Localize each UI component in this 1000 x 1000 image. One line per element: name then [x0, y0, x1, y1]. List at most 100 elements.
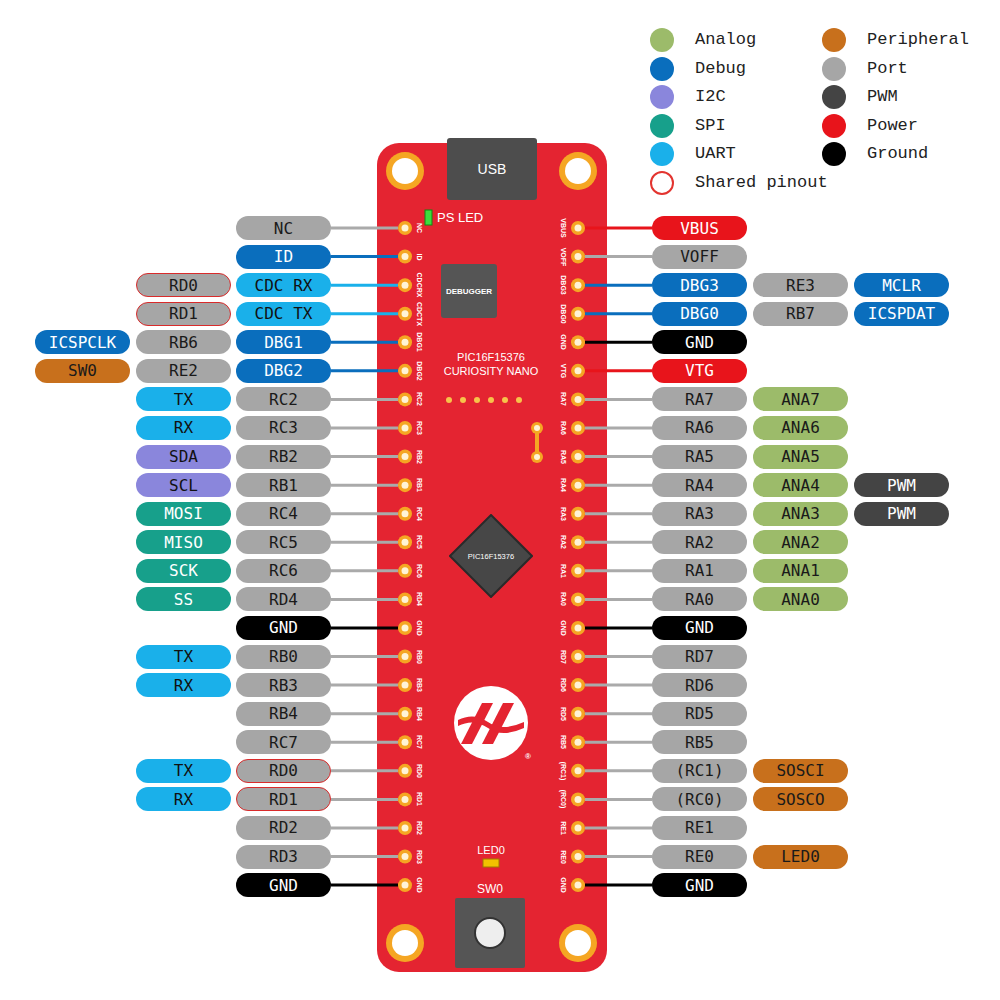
pin-name: RC5: [269, 533, 298, 552]
pin-name: ANA7: [781, 390, 820, 409]
chip-outline: [450, 515, 532, 597]
pin-label-pill: ANA4: [753, 473, 848, 497]
chip-label: DEBUGGER: [446, 287, 492, 296]
pin-hole: [575, 682, 582, 689]
legend-text: UART: [695, 144, 736, 163]
pin-label-pill: RB0: [236, 645, 331, 669]
legend-text: Shared pinout: [695, 172, 828, 191]
silkscreen-pin-name: RE0: [560, 850, 567, 864]
legend-swatch: [650, 57, 674, 81]
legend-text: SPI: [695, 115, 726, 134]
pin-hole: [571, 507, 585, 521]
silkscreen-pin-name: CDCTX: [416, 302, 423, 326]
pin-label-pill: RA1: [652, 559, 747, 583]
silkscreen-text: SW0: [477, 882, 503, 896]
silkscreen-pin-name: RA3: [560, 507, 567, 521]
legend-swatch: [822, 114, 846, 138]
pin-hole: [571, 650, 585, 664]
pin-label-pill: RB5: [652, 730, 747, 754]
pin-label-pill: RD1: [236, 787, 331, 811]
pin-name: SOSCI: [776, 761, 824, 780]
pin-name: GND: [269, 876, 298, 895]
silkscreen-pin-name: RA1: [560, 564, 567, 578]
pin-label-pill: ANA5: [753, 445, 848, 469]
pin-group: [331, 221, 652, 892]
legend-swatch: [822, 28, 846, 52]
test-pad: [516, 397, 522, 403]
pin-hole: [398, 878, 412, 892]
pin-hole: [575, 710, 582, 717]
pin-label-pill: RB6: [136, 330, 231, 354]
leader-line: [585, 684, 652, 687]
label-holder: RB3: [416, 678, 423, 692]
legend-text: Peripheral: [867, 30, 969, 49]
pin-hole: [402, 453, 409, 460]
pin-label-pill: (RC1): [652, 759, 747, 783]
label-holder: RB0: [416, 650, 423, 664]
pin-hole: [571, 678, 585, 692]
legend-text: Power: [867, 115, 918, 134]
pin-name: MISO: [164, 533, 203, 552]
leader-line: [331, 741, 398, 744]
logo: [454, 686, 528, 760]
leader-line: [585, 255, 652, 258]
debugger-chip: DEBUGGER: [441, 264, 497, 318]
pin-hole: [575, 739, 582, 746]
silkscreen-pin-name: RB1: [416, 478, 423, 492]
pin-name: MCLR: [882, 276, 921, 295]
pin-label-pill: PWM: [854, 473, 949, 497]
silkscreen-pin-name: RC6: [416, 564, 423, 578]
pin-hole: [398, 564, 412, 578]
pin-name: SDA: [169, 447, 198, 466]
pin-label-pill: ICSPCLK: [35, 330, 130, 354]
silkscreen-pin-name: RA0: [560, 592, 567, 606]
pin-label-pill: RE3: [753, 273, 848, 297]
label-holder: (RC0): [560, 790, 567, 809]
label-holder: GND: [416, 877, 423, 893]
silkscreen-pin-name: RD4: [416, 592, 423, 606]
pin-hole: [402, 539, 409, 546]
pin-hole: [402, 339, 409, 346]
silkscreen-pin-name: VTG: [560, 364, 567, 378]
mounting-hole: [386, 924, 424, 962]
board-text-holder: PS LED: [437, 210, 483, 226]
board-text-holder: PIC16F15376 CURIOSITY NANO: [431, 351, 551, 379]
pin-name: ICSPCLK: [49, 333, 116, 352]
pin-hole: [398, 221, 412, 235]
pin-label-pill: ANA7: [753, 387, 848, 411]
silkscreen-pin-name: RC4: [416, 507, 423, 521]
pin-label-pill: SS: [136, 587, 231, 611]
pin-label-pill: RX: [136, 673, 231, 697]
pin-name: RA7: [685, 390, 714, 409]
pin-hole: [398, 821, 412, 835]
pin-hole: [402, 710, 409, 717]
pin-label-pill: RA3: [652, 502, 747, 526]
label-holder: RE1: [560, 821, 567, 835]
pin-label-pill: RC3: [236, 416, 331, 440]
pin-name: RA0: [685, 590, 714, 609]
silkscreen-pin-name: RE1: [560, 821, 567, 835]
pin-hole: [575, 482, 582, 489]
pin-name: ANA3: [781, 504, 820, 523]
pin-name: RA2: [685, 533, 714, 552]
legend-swatch: [650, 142, 674, 166]
leader-line: [585, 798, 652, 801]
pin-hole: [575, 653, 582, 660]
leader-line: [585, 227, 652, 230]
label-holder: GND: [416, 620, 423, 636]
pin-hole: [402, 567, 409, 574]
pin-hole: [571, 878, 585, 892]
pin-hole: [398, 507, 412, 521]
pin-hole: [575, 767, 582, 774]
legend-swatch: [822, 85, 846, 109]
pin-label-pill: SCL: [136, 473, 231, 497]
pin-name: RA1: [685, 561, 714, 580]
pin-label-pill: RB2: [236, 445, 331, 469]
pin-hole: [571, 478, 585, 492]
pin-name: VTG: [685, 361, 714, 380]
pin-hole: [571, 364, 585, 378]
pin-label-pill: MCLR: [854, 273, 949, 297]
pin-hole: [575, 396, 582, 403]
pin-label-pill: RE0: [652, 845, 747, 869]
pin-label-pill: RX: [136, 787, 231, 811]
